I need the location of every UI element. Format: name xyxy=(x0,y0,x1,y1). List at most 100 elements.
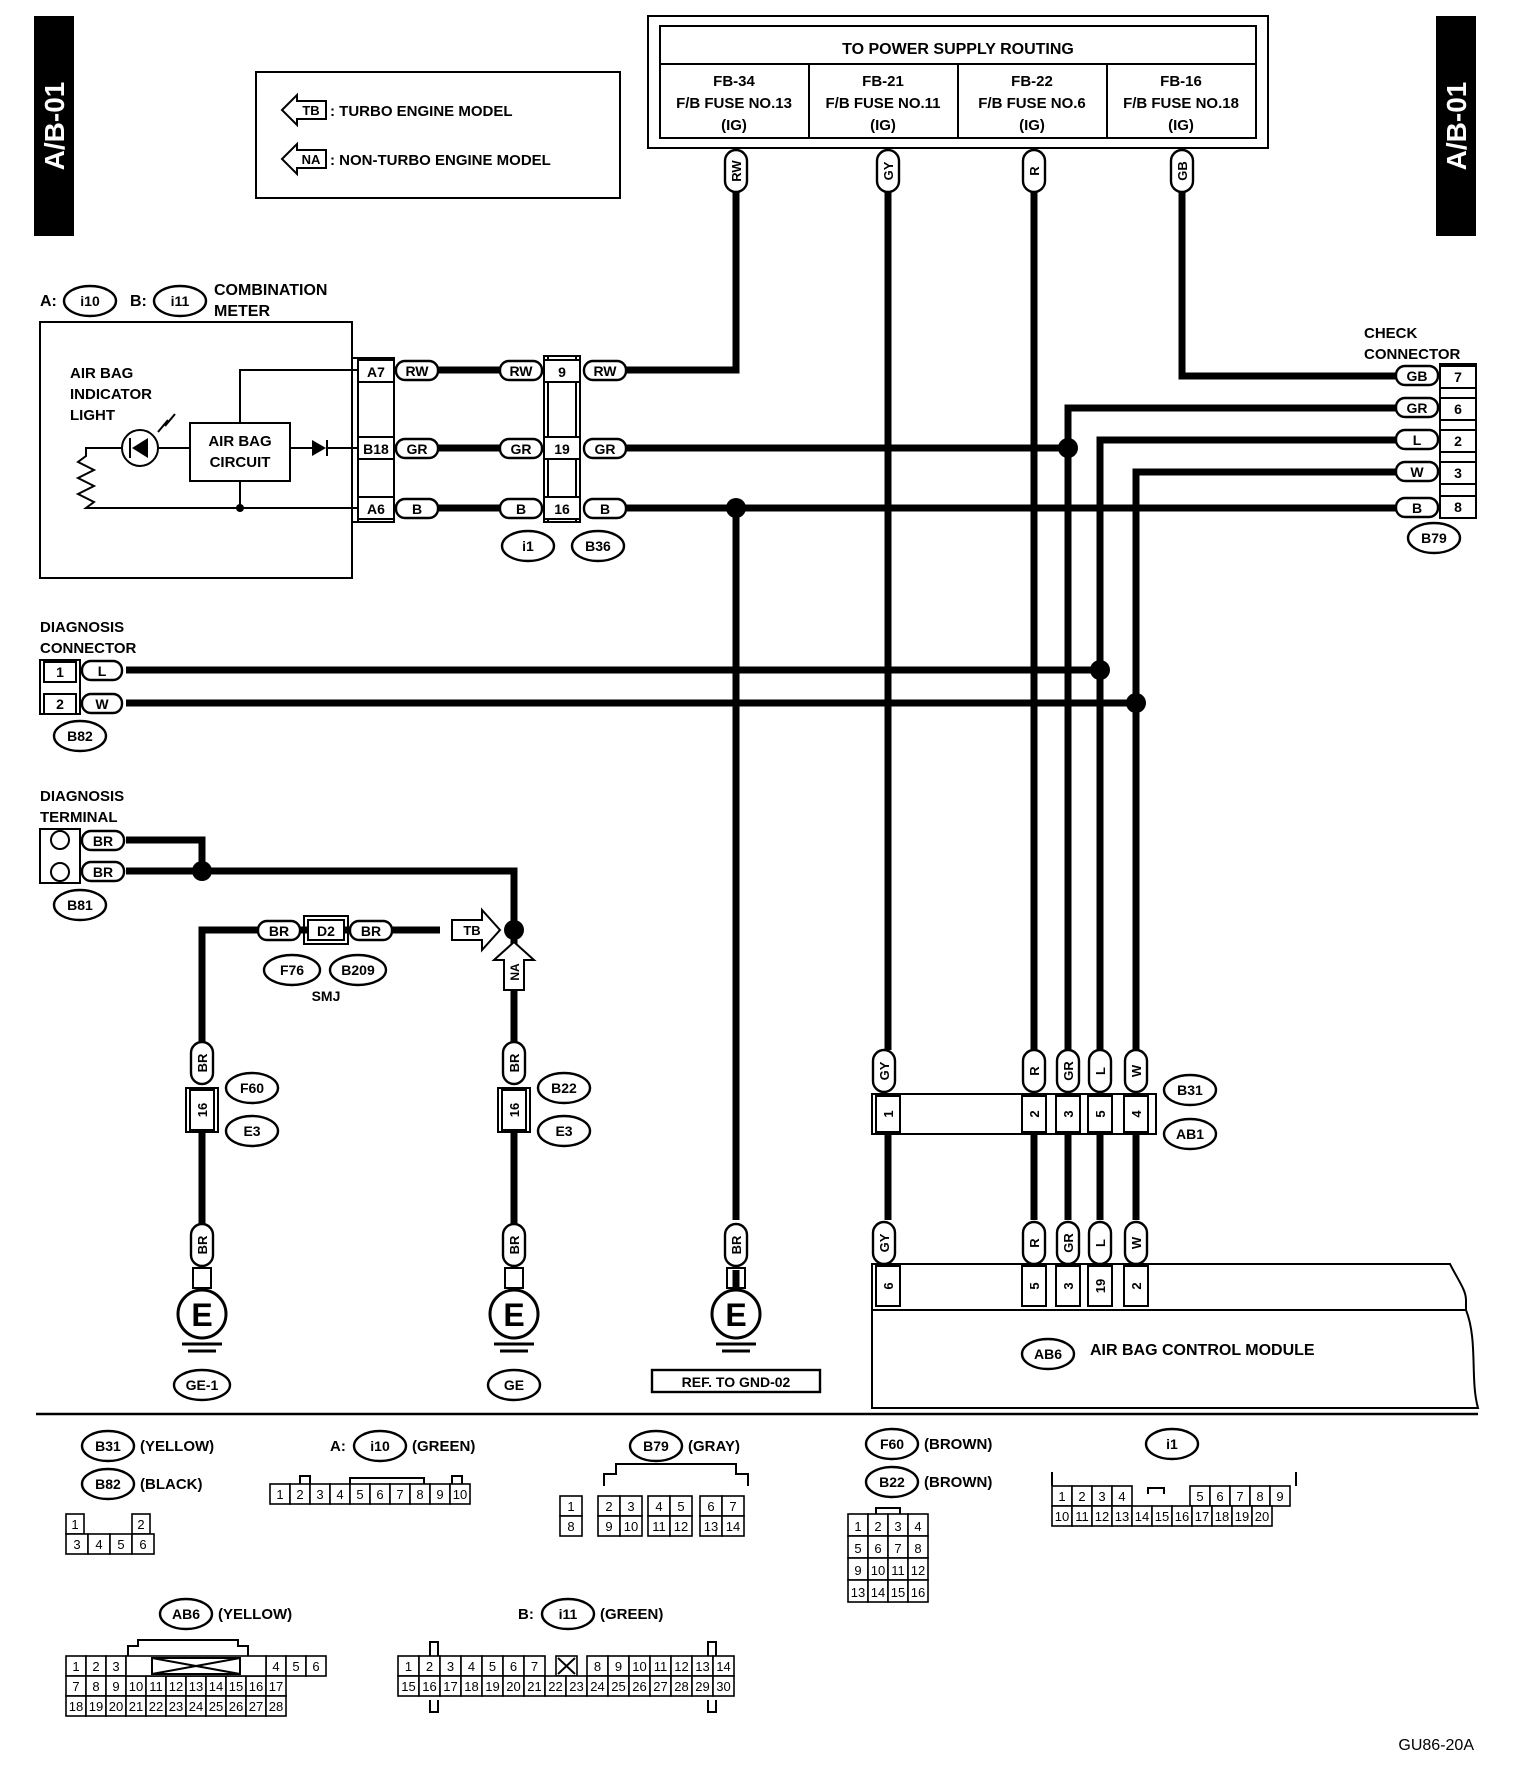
i11-view-pin-label: 20 xyxy=(506,1679,520,1694)
wire-color-label: BR xyxy=(507,1235,522,1254)
f60-view-pin-label: 9 xyxy=(854,1563,861,1578)
i1-view-pin-label: 16 xyxy=(1175,1509,1189,1524)
b79-housing xyxy=(603,1463,749,1486)
check-connector-title: CHECK xyxy=(1364,325,1418,342)
smj-connector: BR D2 BR F76 B209 SMJ TB NA xyxy=(256,907,537,1004)
i11-view-pin-label: 19 xyxy=(485,1679,499,1694)
page-tag-left: A/B-01 xyxy=(34,16,74,236)
air-bag-circuit-box xyxy=(189,422,291,482)
f60-view-pin-label: 11 xyxy=(891,1563,905,1578)
splice-point xyxy=(1090,660,1110,680)
engine-legend: TB : TURBO ENGINE MODEL NA : NON-TURBO E… xyxy=(255,71,621,199)
i11-view-pin-label: 10 xyxy=(632,1659,646,1674)
i11-view-pin-label: 12 xyxy=(674,1659,688,1674)
f60-view-pin-label: 4 xyxy=(914,1519,921,1534)
wire-color-label: W xyxy=(1129,1236,1144,1249)
i11-view-pin-label: 27 xyxy=(653,1679,667,1694)
i10-view-pin-label: 9 xyxy=(436,1487,443,1502)
f60-view-pin-label: 2 xyxy=(874,1519,881,1534)
terminal-icon xyxy=(50,862,70,882)
i11-view-pin-label: 7 xyxy=(531,1659,538,1674)
b31-pin: 2 xyxy=(1027,1110,1042,1117)
ab6-view-pin-label: 23 xyxy=(169,1699,183,1714)
ab6-view-pin-label: 15 xyxy=(229,1679,243,1694)
i10-view-pin-label: 2 xyxy=(296,1487,303,1502)
wire-color-label: GR xyxy=(511,441,532,457)
joint-connector: RW GR B 9 19 16 RW GR B i1 B36 xyxy=(498,355,628,563)
wire-color-label: L xyxy=(1093,1067,1108,1075)
na-symbol: NA xyxy=(302,152,321,167)
wire-color-label: BR xyxy=(269,923,289,939)
b79-view-cell xyxy=(559,1515,583,1537)
b79-view-pin-label: 10 xyxy=(624,1519,638,1534)
module-pin: 19 xyxy=(1093,1279,1108,1293)
fuse-ign: (IG) xyxy=(1019,117,1045,134)
meter-prefix-b: B: xyxy=(130,293,147,310)
wire-color-label: L xyxy=(1093,1239,1108,1247)
conn-view-id: B22 xyxy=(879,1474,905,1490)
joint-pin: 9 xyxy=(558,364,566,380)
diag-terminal-title: DIAGNOSIS xyxy=(40,788,124,805)
i11-view-pin-label: 2 xyxy=(426,1659,433,1674)
splice-point xyxy=(1126,693,1146,713)
i1-view-pin-label: 15 xyxy=(1155,1509,1169,1524)
wire-color-label: RW xyxy=(729,160,744,182)
i1-view-pin-label: 8 xyxy=(1256,1489,1263,1504)
fuse-ign: (IG) xyxy=(721,117,747,134)
tb-legend-text: : TURBO ENGINE MODEL xyxy=(330,103,513,120)
i1-view-pin-label: 17 xyxy=(1195,1509,1209,1524)
ab6-view-pin-label: 26 xyxy=(229,1699,243,1714)
b79-view-pin-label: 8 xyxy=(567,1519,574,1534)
diag-pin: 1 xyxy=(56,664,64,680)
ab6-view-pin-label: 12 xyxy=(169,1679,183,1694)
ground-icon xyxy=(488,1288,540,1340)
diag-connector-title: CONNECTOR xyxy=(40,640,137,657)
wire-color-label: RW xyxy=(593,363,617,379)
meter-title-2: METER xyxy=(214,303,270,320)
i10-view-pin-label: 10 xyxy=(453,1487,467,1502)
wire-color-label: B xyxy=(1412,500,1422,516)
i11-view-pin-label: 18 xyxy=(464,1679,478,1694)
i11-view-pin-label: 23 xyxy=(569,1679,583,1694)
b79-view-pin-label: 2 xyxy=(605,1499,612,1514)
module-name: AIR BAG CONTROL MODULE xyxy=(1090,1342,1315,1359)
ab6-blank-cell xyxy=(125,1655,267,1677)
ground-conn-id: B22 xyxy=(551,1080,577,1096)
i1-view-pin-label: 19 xyxy=(1235,1509,1249,1524)
i10-view-pin-label: 7 xyxy=(396,1487,403,1502)
f60-housing xyxy=(875,1507,901,1514)
wire-color-label: R xyxy=(1027,1238,1042,1248)
ab6-view-cell xyxy=(265,1695,287,1717)
wire-color-label: GB xyxy=(1175,161,1190,181)
i11-blank-cell xyxy=(555,1655,578,1677)
air-bag-control-module: GY R GR L W 6 5 3 19 2 AB6 AIR BAG CONTR… xyxy=(871,1220,1480,1409)
conn-view-color: (YELLOW) xyxy=(218,1606,292,1623)
ground-name: GE-1 xyxy=(186,1377,219,1393)
b31-view-pin-label: 3 xyxy=(73,1537,80,1552)
i11-view-pin-label: 9 xyxy=(615,1659,622,1674)
ab6-view-pin-label: 5 xyxy=(292,1659,299,1674)
fuse-ign: (IG) xyxy=(870,117,896,134)
check-pin: 8 xyxy=(1454,499,1462,515)
meter-output-wires: RW GR B xyxy=(394,359,500,520)
tb-symbol: TB xyxy=(302,103,319,118)
f60-view-pin-label: 3 xyxy=(894,1519,901,1534)
terminal-icon xyxy=(50,830,70,850)
ground-ref: BR E REF. TO GND-02 xyxy=(650,1222,822,1394)
ground-ref-label: REF. TO GND-02 xyxy=(682,1374,791,1390)
check-pin: 2 xyxy=(1454,433,1462,449)
wire-color-label: GY xyxy=(881,161,896,180)
i11-view-pin-label: 25 xyxy=(611,1679,625,1694)
conn-view-color: (BROWN) xyxy=(924,1436,992,1453)
f60-view-pin-label: 10 xyxy=(871,1563,885,1578)
i1-view-pin-label: 3 xyxy=(1098,1489,1105,1504)
ab6-view-pin-label: 4 xyxy=(272,1659,279,1674)
b79-view-cell xyxy=(669,1515,693,1537)
conn-view-color: (GREEN) xyxy=(600,1606,663,1623)
wire-color-label: W xyxy=(95,696,109,712)
conn-view-color: (GREEN) xyxy=(412,1438,475,1455)
module-pin: 5 xyxy=(1027,1282,1042,1289)
conn-view-prefix: A: xyxy=(330,1438,346,1455)
i1-view-pin-label: 13 xyxy=(1115,1509,1129,1524)
